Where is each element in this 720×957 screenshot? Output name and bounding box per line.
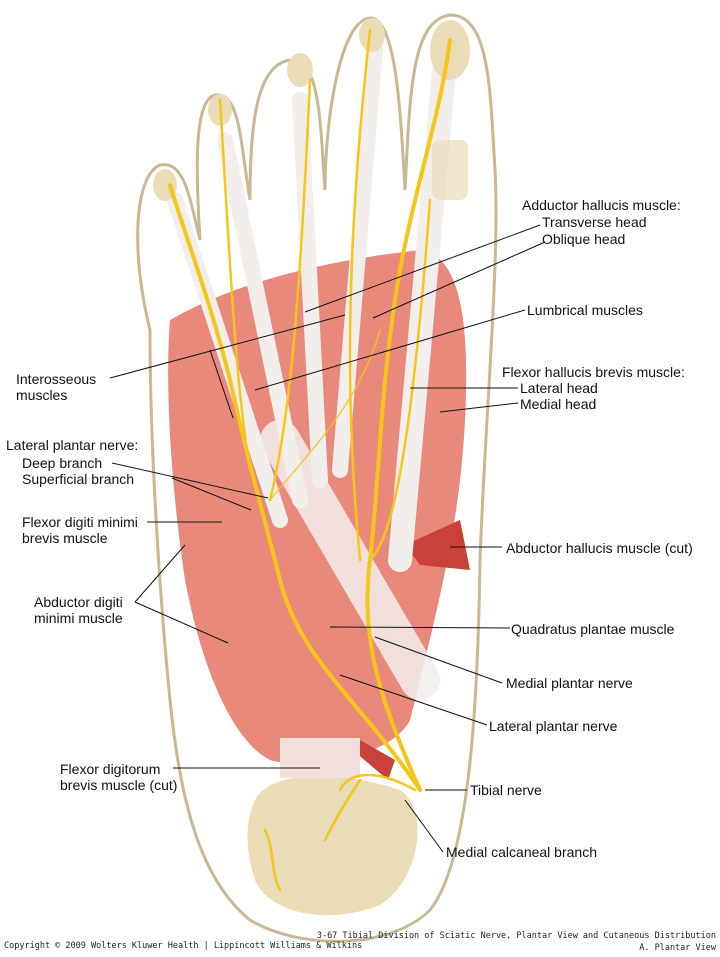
copyright-notice: Copyright © 2009 Wolters Kluwer Health |… <box>4 941 363 951</box>
leader-lines <box>109 224 546 853</box>
fdb-cut-stump <box>355 740 395 780</box>
label-interosseous-2: muscles <box>16 387 68 403</box>
label-fdmb-1: Flexor digiti minimi <box>22 514 138 530</box>
label-quadratus-plantae: Quadratus plantae muscle <box>511 621 675 637</box>
figure-subtitle: A. Plantar View <box>639 943 716 953</box>
label-fdb-1: Flexor digitorum <box>60 761 161 777</box>
skin-outline <box>136 13 498 943</box>
calcaneus <box>247 776 418 916</box>
label-lateral-plantar-nerve: Lateral plantar nerve <box>489 718 618 734</box>
label-oblique-head: Oblique head <box>542 231 626 247</box>
label-fhb-medial-head: Medial head <box>520 396 597 412</box>
label-fhb: Flexor hallucis brevis muscle: <box>502 364 685 380</box>
label-tibial-nerve: Tibial nerve <box>470 782 542 798</box>
figure-title: 3-67 Tibial Division of Sciatic Nerve, P… <box>316 931 716 941</box>
label-medial-calcaneal-branch: Medial calcaneal branch <box>446 844 597 860</box>
label-adm-1: Abductor digiti <box>34 594 123 610</box>
label-adm-2: minimi muscle <box>34 610 123 626</box>
label-transverse-head: Transverse head <box>542 214 647 230</box>
label-deep-branch: Deep branch <box>22 455 103 471</box>
label-adductor-hallucis: Adductor hallucis muscle: <box>522 197 681 213</box>
label-lateral-plantar-nerve-header: Lateral plantar nerve: <box>6 437 139 453</box>
label-superficial-branch: Superficial branch <box>22 471 135 487</box>
label-abductor-hallucis-cut: Abductor hallucis muscle (cut) <box>506 540 693 556</box>
label-fhb-lateral-head: Lateral head <box>520 380 598 396</box>
label-lumbrical-muscles: Lumbrical muscles <box>527 302 643 318</box>
fdb-cut-tendon <box>280 738 360 778</box>
nerves <box>168 28 452 892</box>
abductor-hallucis-cut <box>405 520 470 570</box>
label-fdb-2: brevis muscle (cut) <box>60 777 178 793</box>
label-fdmb-2: brevis muscle <box>22 530 108 546</box>
label-interosseous-1: Interosseous <box>16 371 97 387</box>
label-medial-plantar-nerve: Medial plantar nerve <box>506 675 633 691</box>
